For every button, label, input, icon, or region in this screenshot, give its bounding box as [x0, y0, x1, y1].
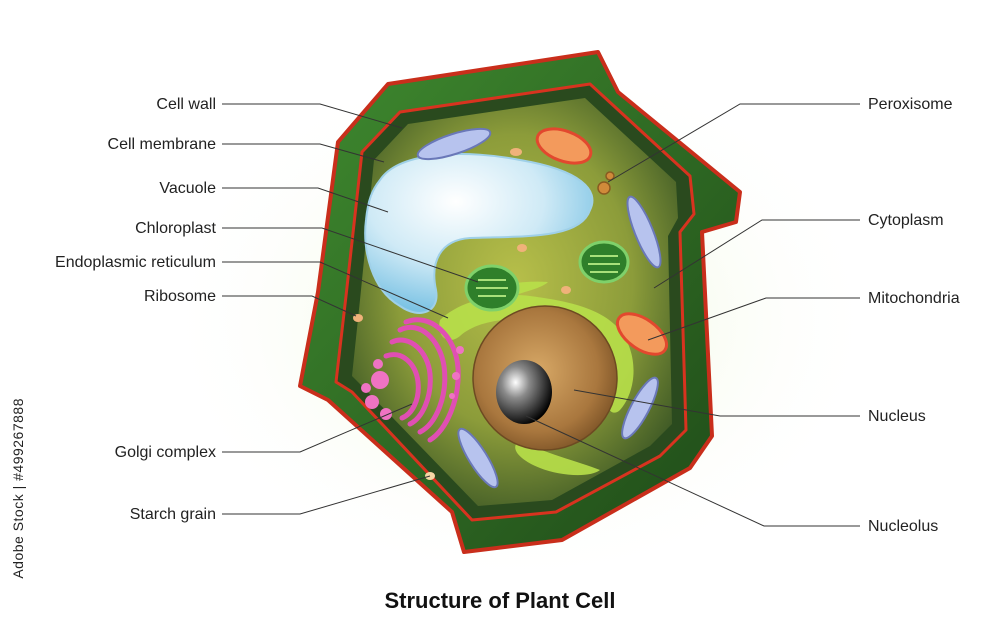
golgi-complex: [383, 317, 461, 443]
label-cytoplasm: Cytoplasm: [868, 212, 944, 229]
stock-watermark: Adobe Stock | #499267888: [10, 398, 26, 579]
label-endoplasmic-reticulum: Endoplasmic reticulum: [55, 254, 216, 271]
label-starch-grain: Starch grain: [129, 506, 216, 523]
label-nucleolus: Nucleolus: [868, 518, 939, 535]
vacuole: [364, 153, 594, 314]
leucoplast: [416, 127, 662, 489]
label-vacuole: Vacuole: [159, 180, 216, 197]
label-cell-wall: Cell wall: [156, 96, 216, 113]
mitochondria: [535, 127, 668, 356]
peroxisome: [597, 171, 615, 195]
leader-lines: [222, 103, 860, 527]
diagram-title: Structure of Plant Cell: [384, 588, 616, 613]
label-mitochondria: Mitochondria: [868, 290, 960, 307]
chloroplast-2: [578, 240, 630, 284]
label-chloroplast: Chloroplast: [135, 220, 216, 237]
chloroplast: [464, 264, 520, 312]
golgi-vesicles: [361, 346, 464, 420]
label-ribosome: Ribosome: [143, 288, 216, 305]
label-peroxisome: Peroxisome: [868, 96, 953, 113]
label-golgi-complex: Golgi complex: [114, 444, 216, 461]
label-cell-membrane: Cell membrane: [107, 136, 216, 153]
nucleolus: [496, 360, 552, 424]
label-nucleus: Nucleus: [868, 408, 926, 425]
